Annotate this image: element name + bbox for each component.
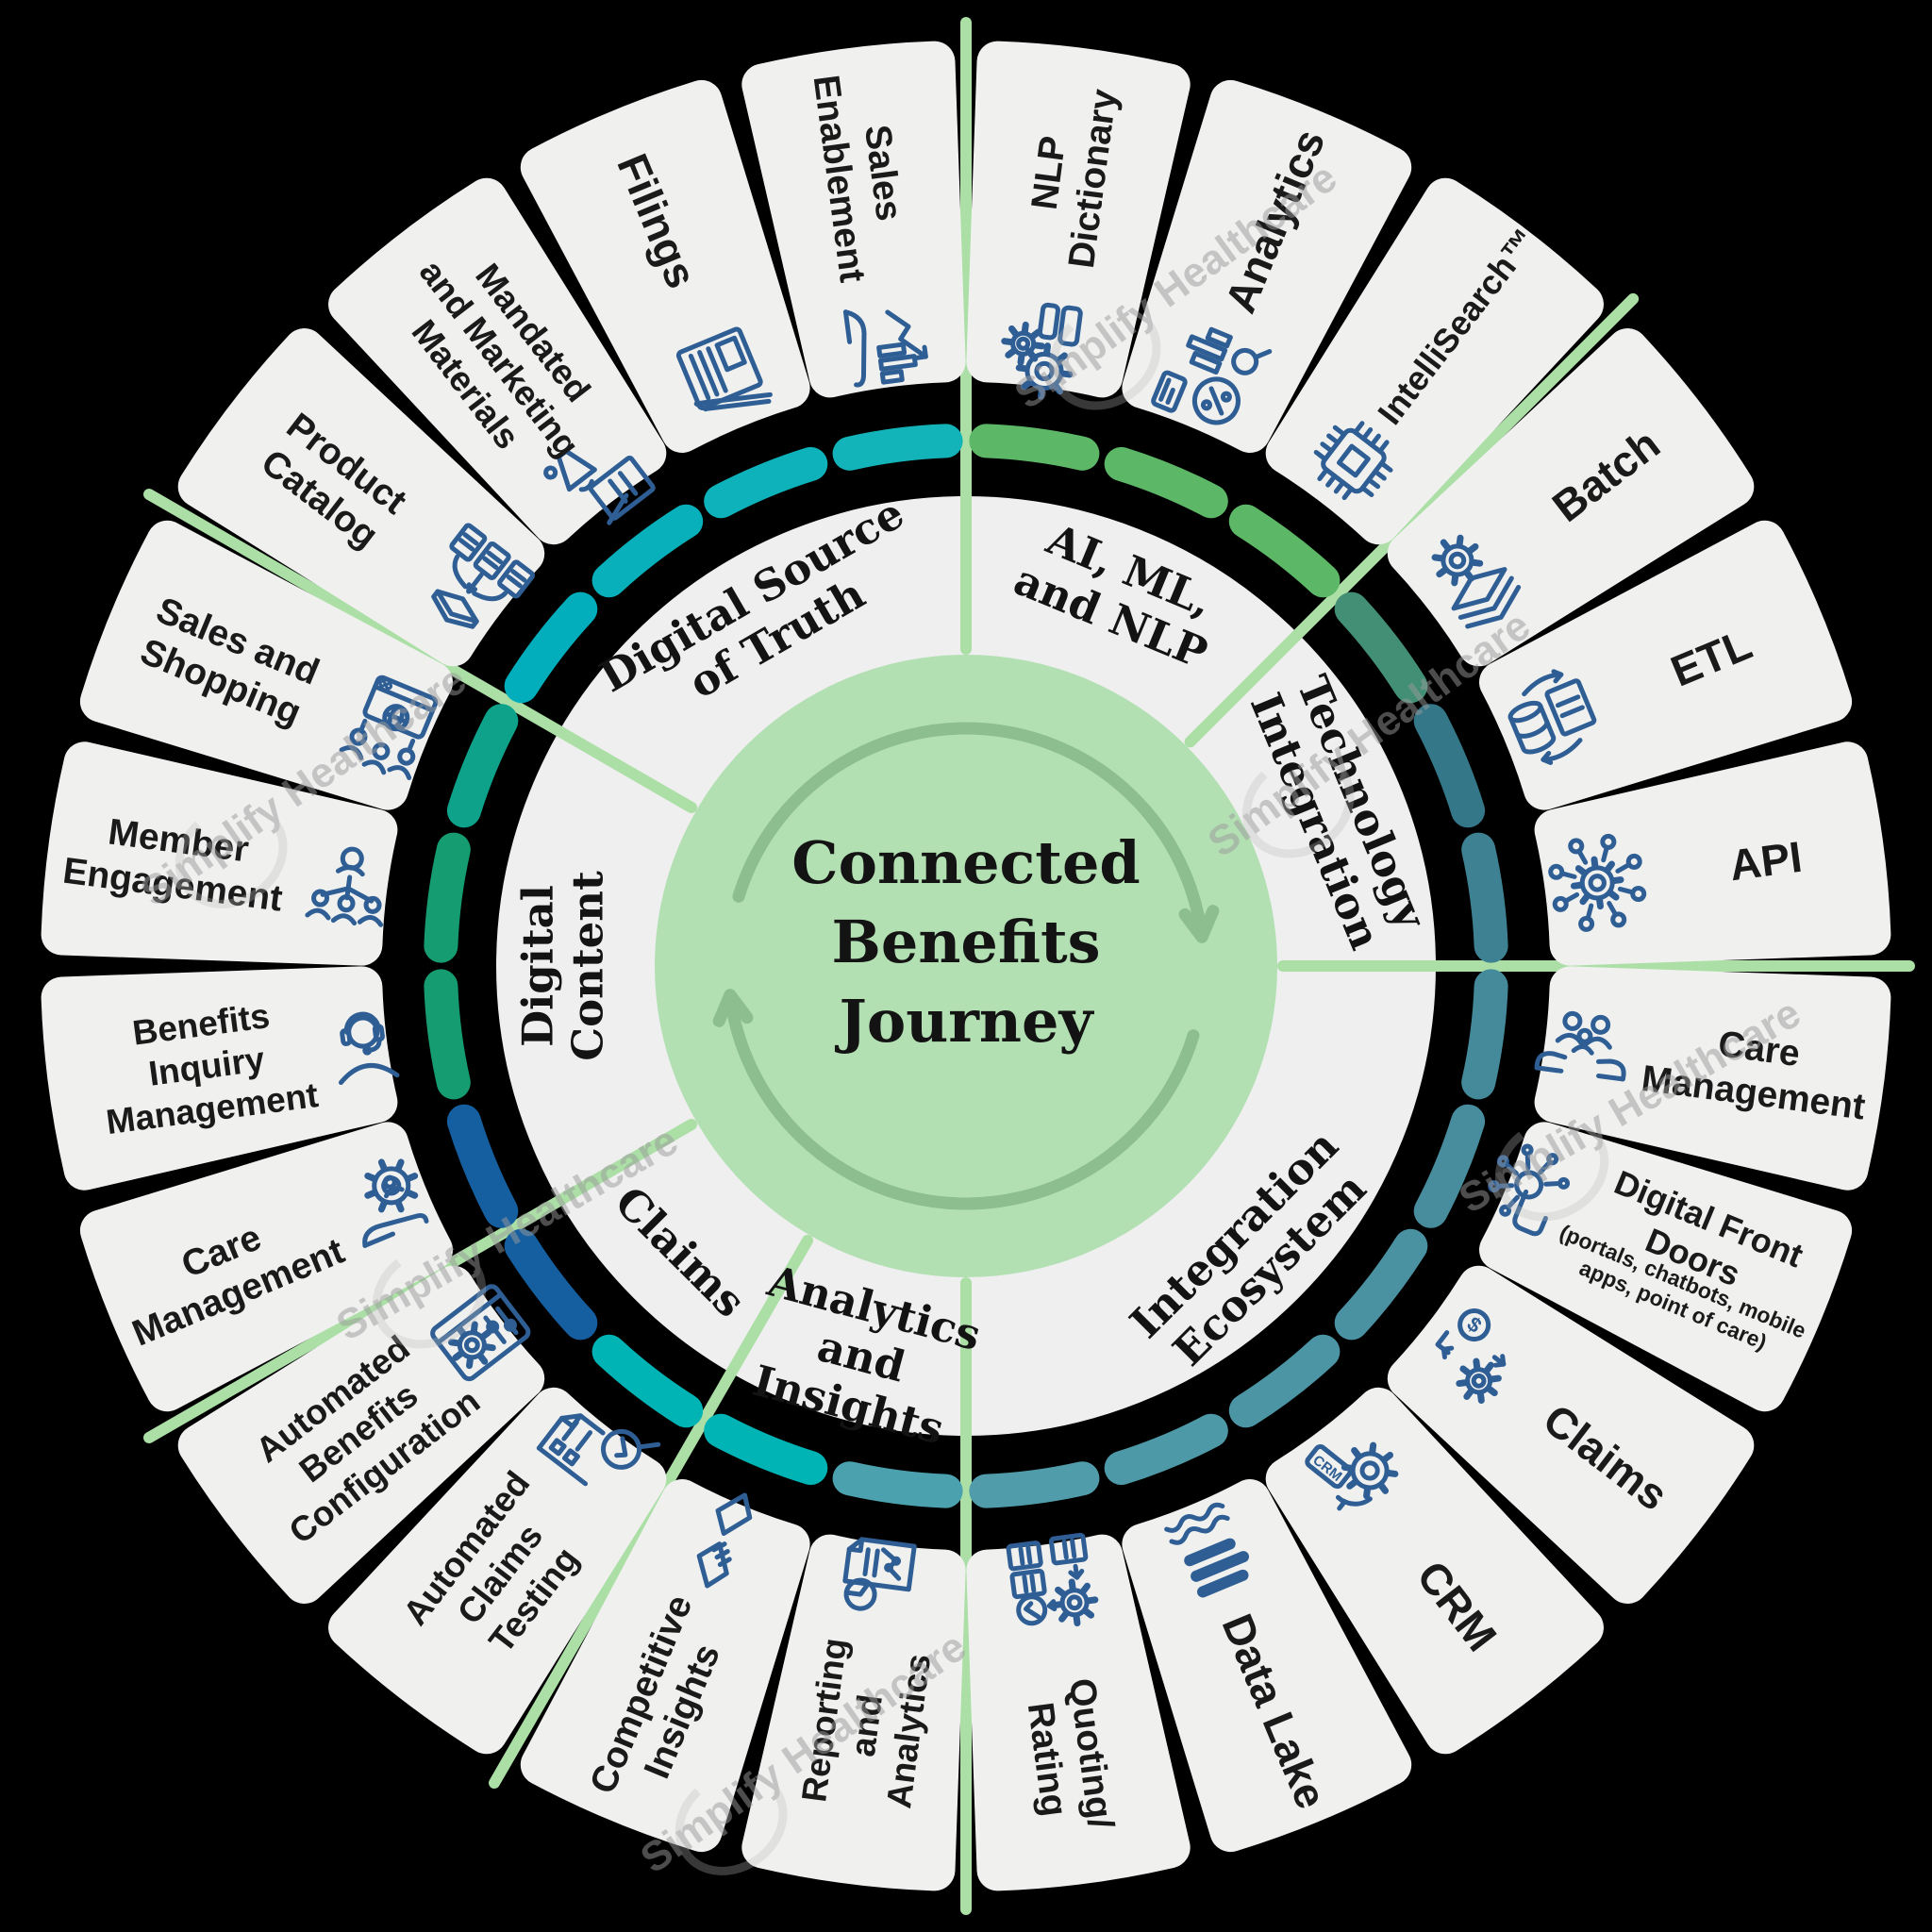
report-chart-icon: [842, 1537, 917, 1611]
sector-divider: [143, 1119, 697, 1443]
gears-chat-icon: [1001, 302, 1083, 400]
ring-dash: [1461, 832, 1508, 963]
segment-card-automated-claims-testing: [328, 1387, 667, 1755]
ring-dash: [704, 1413, 828, 1486]
sector-digital-content: DigitalContent: [513, 871, 613, 1061]
ring-dash: [1413, 704, 1486, 828]
ring-dash: [832, 424, 963, 471]
ring-dash: [424, 969, 471, 1100]
cycle-arrowhead: [1178, 905, 1220, 943]
segment-card-intellisearch: [1265, 177, 1604, 545]
ring-dash: [446, 704, 519, 828]
segment-card-product-catalog: [177, 328, 545, 667]
browser-people-icon: [339, 675, 439, 780]
hands-people-icon: [1534, 1010, 1626, 1082]
ring-dash: [1334, 1228, 1428, 1341]
gear-stack-icon: [1431, 534, 1522, 629]
megaphone-doc-icon: [543, 448, 656, 525]
people-network-icon: [305, 846, 384, 927]
segment-card-care-management: [1534, 966, 1891, 1191]
docs-merge-icon: [431, 523, 536, 629]
cycle-arrow: [724, 989, 1200, 1210]
touch-network-icon: [1488, 1143, 1571, 1237]
segment-card-sales-and-shopping: [79, 520, 453, 810]
segment-label: API: [1726, 832, 1805, 891]
ring-dash: [446, 1104, 519, 1228]
cycle-arrowhead: [712, 989, 754, 1027]
ring-dash: [504, 1228, 598, 1341]
cycle-arrow: [732, 722, 1208, 943]
segment-card-digital-front-doors: [1479, 1122, 1853, 1412]
segment-card-automated-benefits-configuration: [177, 1265, 545, 1604]
sector-divider: [143, 489, 697, 813]
data-lake-icon: [1164, 1502, 1249, 1598]
segment-card-benefits-inquiry-management: [41, 966, 398, 1191]
checklist-magnifier-icon: [536, 1413, 661, 1487]
chart-magnifier-icon: [1151, 326, 1273, 425]
ring-dash: [969, 1461, 1100, 1508]
database-doc-icon: [1507, 669, 1597, 765]
ring-dash: [704, 446, 828, 519]
ring-dash: [969, 424, 1100, 471]
gear-hand-icon: [362, 1158, 429, 1248]
segment-card-sales-enablement: [741, 41, 966, 398]
segment-card-data-lake: [1122, 1479, 1412, 1853]
segment-card-nlp-dictionary: [966, 41, 1191, 398]
hand-chart-icon: [842, 309, 928, 388]
segment-card-care-management: [79, 1122, 453, 1412]
segment-card-reporting-and-analytics: [741, 1534, 966, 1891]
support-agent-icon: [338, 1011, 400, 1086]
handshake-icon: [696, 1492, 753, 1589]
docs-gear-check-icon: [1006, 1532, 1099, 1627]
ring-dash: [1228, 504, 1341, 598]
ring-dash: [832, 1461, 963, 1508]
segment-card-claims: [1387, 1265, 1755, 1604]
segment-card-filings: [520, 79, 810, 453]
dollar-flow-icon: $: [1435, 1308, 1507, 1405]
watermark-swoosh-icon: [372, 1244, 487, 1349]
segment-card-competitive-insights: [520, 1479, 810, 1853]
sector-label: DigitalContent: [513, 871, 613, 1061]
ring-dash: [591, 504, 704, 598]
ring-dash: [1334, 591, 1428, 704]
doc-pencil-icon: [675, 326, 773, 412]
ring-dash: [591, 1334, 704, 1428]
settings-panel-icon: [430, 1284, 531, 1382]
segment-api: API: [1548, 832, 1805, 932]
sector-divider: [1184, 292, 1640, 748]
segment-card-mandated-and-marketing-materials: [328, 177, 667, 545]
ring-dash: [1461, 969, 1508, 1100]
ring-dash: [1228, 1334, 1341, 1428]
watermark-swoosh-icon: [675, 1769, 788, 1875]
ring-dash: [1104, 1413, 1228, 1486]
ring-dash: [504, 591, 598, 704]
center-circle: [655, 655, 1277, 1277]
chip-icon: [1313, 421, 1393, 501]
ring-dash: [1104, 446, 1228, 519]
crm-gear-icon: CRM: [1305, 1441, 1399, 1511]
sector-divider: [489, 1235, 813, 1789]
ring-dash: [424, 832, 471, 963]
segment-card-analytics: [1122, 79, 1412, 453]
network-gear-icon: [1548, 833, 1647, 932]
segment-card-crm: [1265, 1387, 1604, 1755]
ring-dash: [1413, 1104, 1486, 1228]
